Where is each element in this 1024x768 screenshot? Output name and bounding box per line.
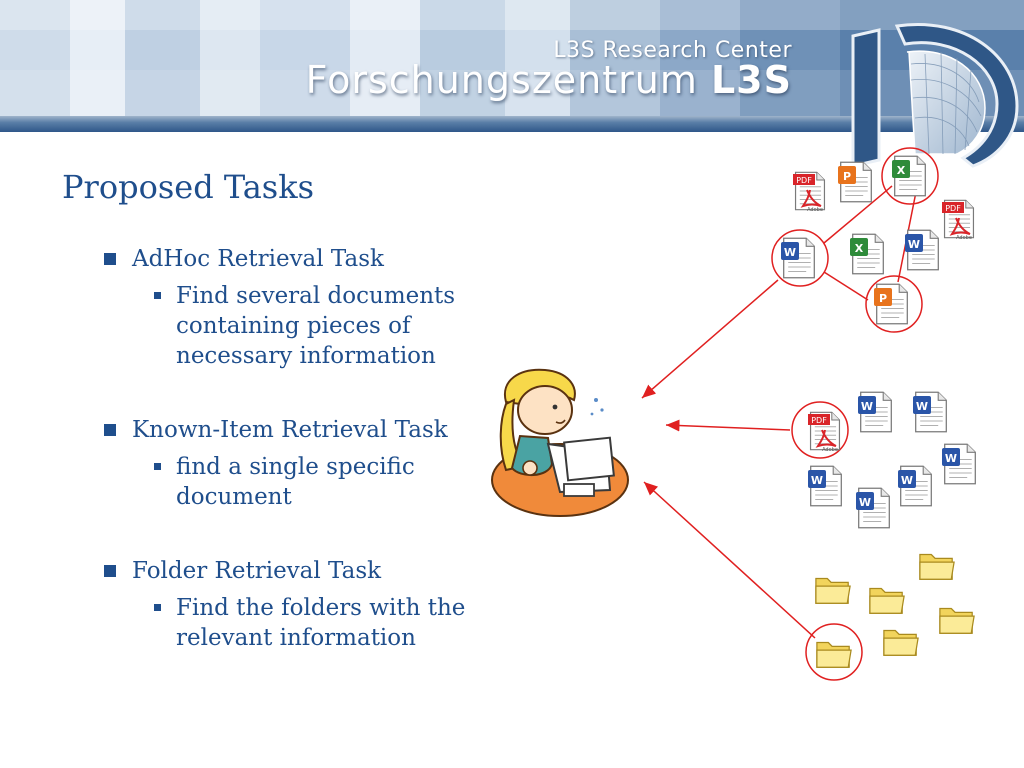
folder-icon: [869, 587, 905, 614]
highlight-circle: [805, 623, 863, 681]
folder-icon: [919, 553, 955, 580]
detail-line: containing pieces of: [176, 313, 411, 339]
excel-letter: X: [855, 242, 864, 255]
word-document-icon: W: [942, 443, 976, 485]
task-adhoc-detail: Find several documents containing pieces…: [146, 281, 500, 371]
adobe-label: Adobe: [807, 207, 823, 213]
pdf-label: PDF: [945, 204, 961, 213]
word-document-icon: W: [898, 465, 932, 507]
word-letter: W: [916, 400, 928, 413]
highlight-circle: [771, 229, 829, 287]
link-word-excel: [823, 185, 893, 244]
adobe-label: Adobe: [822, 447, 838, 453]
brand-prefix: Forschungs: [305, 58, 532, 102]
word-document-icon: W: [808, 465, 842, 507]
task-folder-detail: Find the folders with the relevant infor…: [146, 593, 500, 653]
highlight-circle: [865, 275, 923, 333]
brand-wordmark: Forschungszentrum L3S: [306, 58, 792, 102]
folder-icon: [816, 641, 852, 668]
connector-lines: [641, 185, 917, 639]
word-letter: W: [859, 496, 871, 509]
detail-line: find a single specific: [176, 454, 415, 480]
l3s-logo: [851, 23, 1019, 168]
pdf-document-icon: PDF Adobe: [808, 411, 841, 453]
excel-document-icon: X: [850, 233, 884, 275]
task-adhoc-label: AdHoc Retrieval Task: [100, 244, 500, 275]
word-letter: W: [901, 474, 913, 487]
folder-icon: [939, 607, 975, 634]
word-letter: W: [861, 400, 873, 413]
detail-line: relevant information: [176, 625, 416, 651]
brand-suffix: zentrum: [531, 58, 698, 102]
arrow-to-user-middle: [665, 419, 791, 432]
link-excel-ppt: [897, 191, 917, 283]
task-list: AdHoc Retrieval Task Find several docume…: [100, 244, 500, 653]
pdf-label: PDF: [796, 176, 812, 185]
detail-line: Find the folders with the: [176, 595, 466, 621]
highlight-circle: [791, 401, 849, 459]
brand-bold: L3S: [710, 58, 792, 102]
word-letter: W: [811, 474, 823, 487]
link-word-ppt: [823, 271, 869, 301]
detail-line: Find several documents: [176, 283, 456, 309]
banner-bottom-bar: [0, 116, 1024, 132]
detail-line: document: [176, 484, 292, 510]
word-document-icon: W: [781, 237, 815, 279]
word-document-icon: W: [905, 229, 939, 271]
folder-cluster: [805, 553, 975, 681]
ppt-letter: P: [879, 292, 887, 305]
word-document-icon: W: [858, 391, 892, 433]
arrow-to-user-bottom: [643, 481, 816, 639]
task-known-item-detail: find a single specific document: [146, 452, 500, 512]
detail-line: necessary information: [176, 343, 436, 369]
pdf-document-icon: PDF Adobe: [942, 199, 975, 241]
folder-icon: [883, 629, 919, 656]
powerpoint-document-icon: P: [874, 283, 908, 325]
arrow-to-user-top: [641, 279, 779, 399]
org-name-line: L3S Research Center: [553, 38, 792, 63]
word-letter: W: [784, 246, 796, 259]
word-document-icon: W: [913, 391, 947, 433]
task-folder-label: Folder Retrieval Task: [100, 556, 500, 587]
word-document-icon: W: [856, 487, 890, 529]
adobe-label: Adobe: [956, 235, 972, 241]
known-item-document-cluster: PDF Adobe W W W W W: [791, 391, 976, 529]
pdf-label: PDF: [811, 416, 827, 425]
pdf-document-icon: PDF Adobe: [793, 171, 826, 213]
slide-title: Proposed Tasks: [62, 168, 315, 206]
word-letter: W: [945, 452, 957, 465]
folder-icon: [815, 577, 851, 604]
user-at-computer-image: [491, 368, 629, 517]
word-letter: W: [908, 238, 920, 251]
task-known-item-label: Known-Item Retrieval Task: [100, 415, 500, 446]
